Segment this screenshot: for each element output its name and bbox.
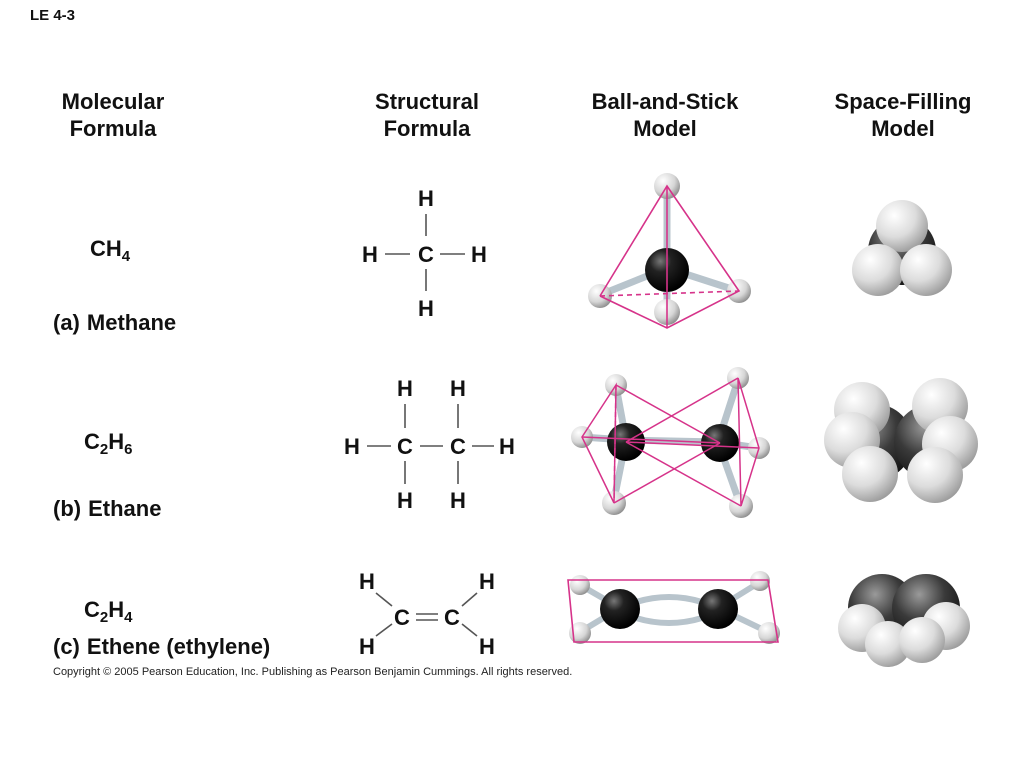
formula-subscript: 6 <box>124 441 133 458</box>
caption-letter: (c) <box>53 634 80 659</box>
atom-c: C <box>418 242 434 267</box>
atom-h: H <box>499 434 515 459</box>
space-filling-ethane <box>824 378 978 503</box>
atom-h: H <box>362 242 378 267</box>
copyright-notice: Copyright © 2005 Pearson Education, Inc.… <box>53 666 573 678</box>
header-ball-and-stick: Ball-and-Stick Model <box>591 89 739 141</box>
caption-name: Methane <box>86 310 177 335</box>
formula-ethane: C2H6 <box>84 429 132 458</box>
header-molecular-formula: Molecular Formula <box>61 89 165 141</box>
hydrogen-atom <box>865 621 911 667</box>
atom-h: H <box>479 634 495 659</box>
structural-ethane: H H H C C H H H <box>344 376 515 513</box>
atom-h: H <box>397 376 413 401</box>
hydrogen-atom <box>876 200 928 252</box>
atom-h: H <box>344 434 360 459</box>
tetrahedron-outline <box>599 184 741 329</box>
atom-c: C <box>397 434 413 459</box>
caption-ethane: (b)Ethane <box>53 496 161 522</box>
plane-outline <box>567 579 779 643</box>
carbon-atom <box>600 589 640 629</box>
caption-letter: (a) <box>53 310 80 335</box>
atom-h: H <box>450 376 466 401</box>
formula-subscript: 2 <box>99 441 109 458</box>
formula-subscript: 2 <box>99 609 109 626</box>
formula-part: H <box>108 429 125 454</box>
caption-letter: (b) <box>53 496 82 521</box>
atom-c: C <box>450 434 466 459</box>
formula-ethene: C2H4 <box>84 597 132 626</box>
caption-ethene: (c)Ethene (ethylene) <box>53 634 270 660</box>
tetrahedron-outline <box>581 377 760 507</box>
atom-h: H <box>450 488 466 513</box>
atom-c: C <box>394 605 410 630</box>
caption-name: Ethene (ethylene) <box>86 634 271 659</box>
formula-subscript: 4 <box>121 248 131 265</box>
caption-name: Ethane <box>88 496 162 521</box>
atom-h: H <box>397 488 413 513</box>
hydrogen-atom <box>758 622 780 644</box>
atom-h: H <box>471 242 487 267</box>
formula-part: C <box>84 597 100 622</box>
space-filling-ethene <box>838 574 970 667</box>
header-structural-formula: Structural Formula <box>375 89 479 141</box>
hydrogen-atom <box>900 244 952 296</box>
structural-ethene: H H C C H H <box>359 569 495 659</box>
bond-lines <box>367 404 494 484</box>
atom-h: H <box>418 296 434 321</box>
hydrogen-atom <box>899 617 945 663</box>
hydrogen-atom <box>569 622 591 644</box>
atom-h: H <box>359 569 375 594</box>
formula-subscript: 4 <box>124 609 133 626</box>
header-space-filling: Space-Filling Model <box>834 89 972 141</box>
hydrogen-atom <box>570 575 590 595</box>
hydrogen-atom <box>842 446 898 502</box>
formula-methane: CH4 <box>90 236 130 265</box>
slide-label: LE 4-3 <box>30 7 76 24</box>
ball-stick-ethane <box>571 367 770 518</box>
atom-h: H <box>418 186 434 211</box>
formula-part: C <box>84 429 100 454</box>
hydrogen-atom <box>852 244 904 296</box>
atom-c: C <box>444 605 460 630</box>
formula-part: CH <box>90 236 122 261</box>
carbon-atom <box>698 589 738 629</box>
formula-part: H <box>108 597 125 622</box>
hydrogen-atom <box>907 447 963 503</box>
bond-lines <box>385 214 465 291</box>
space-filling-methane <box>852 200 952 296</box>
ball-stick-ethene <box>567 571 780 644</box>
ball-stick-methane <box>588 173 751 329</box>
atom-h: H <box>359 634 375 659</box>
caption-methane: (a)Methane <box>53 310 176 336</box>
hydrogen-atom <box>750 571 770 591</box>
bond-lines <box>375 592 478 637</box>
atom-h: H <box>479 569 495 594</box>
structural-methane: H C H H H <box>362 186 487 321</box>
